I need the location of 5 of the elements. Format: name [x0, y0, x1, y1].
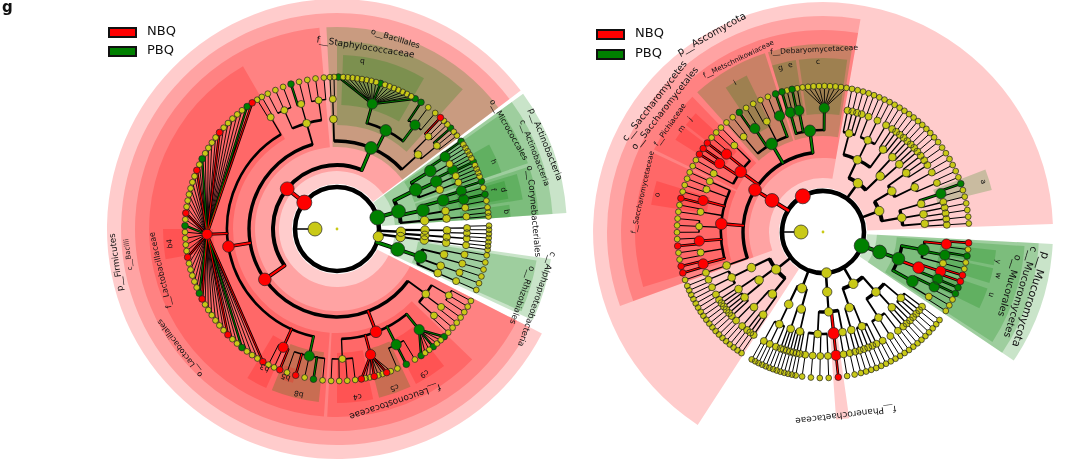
- legend-label: PBQ: [147, 43, 174, 58]
- panel-letter: g: [2, 0, 13, 15]
- legend-label: PBQ: [635, 46, 662, 61]
- legend-label: NBQ: [147, 24, 176, 39]
- legend-label: NBQ: [635, 26, 664, 41]
